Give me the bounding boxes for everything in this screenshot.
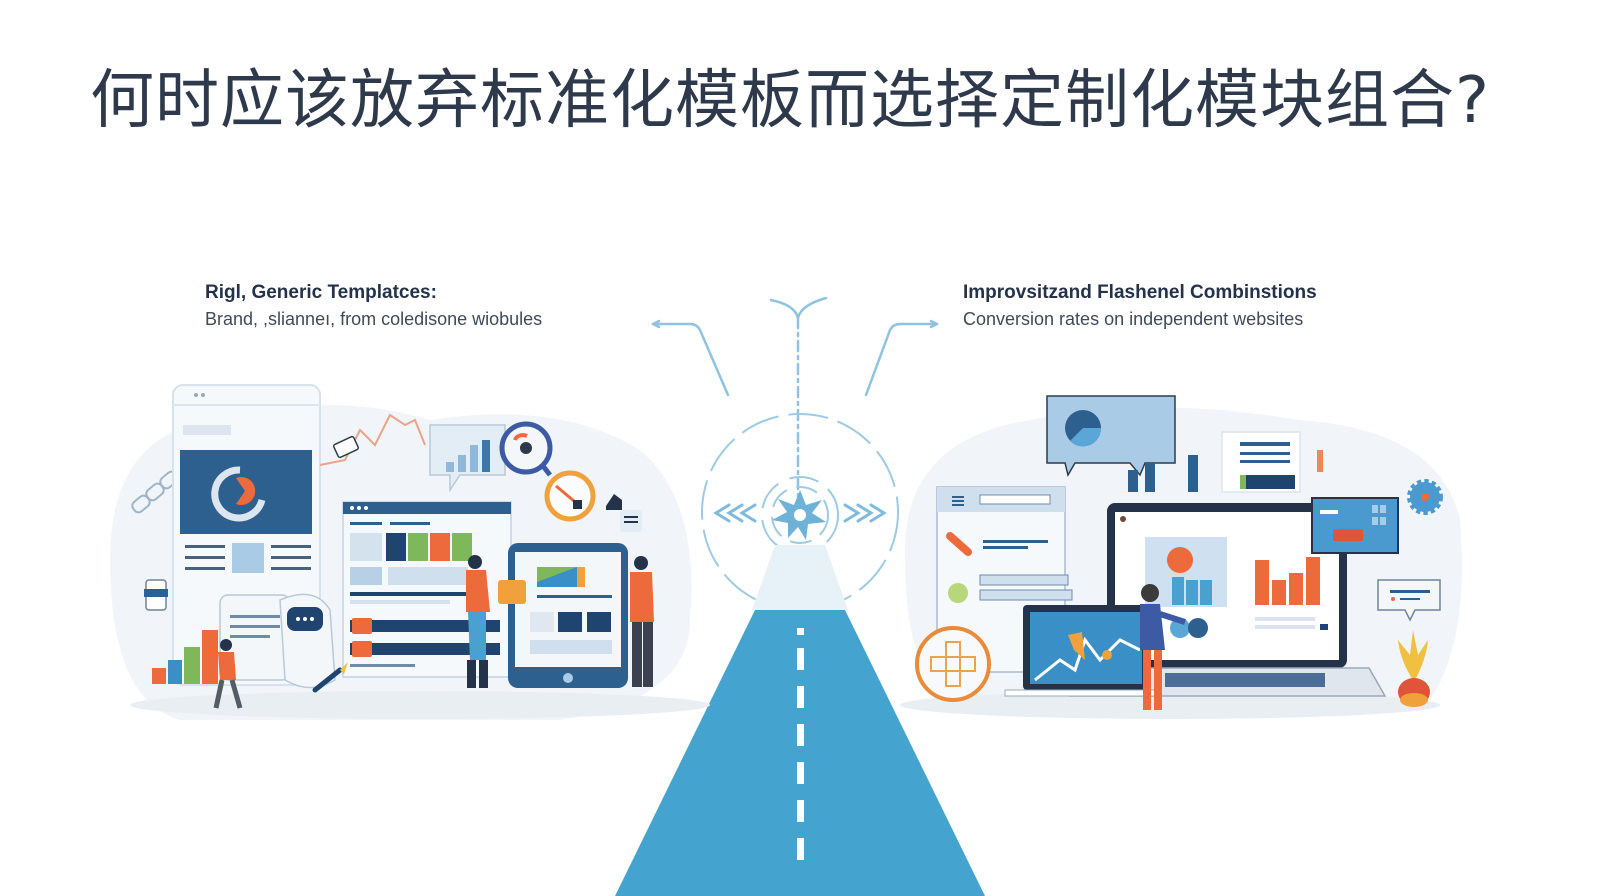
magnifier-icon — [499, 421, 553, 477]
pie-chart-bubble-icon — [1046, 395, 1176, 477]
document-card-icon — [1221, 431, 1323, 493]
left-caption-subheading: Brand, ,slianneı, from coledisone wiobul… — [205, 309, 543, 329]
growth-bar-chart-icon — [152, 630, 218, 684]
chip-icon — [332, 435, 360, 459]
left-caption-heading: Rigl, Generic Templatces: — [205, 282, 437, 303]
slide-title: 何时应该放弃标准化模板而选择定制化模块组合? — [90, 64, 1490, 138]
right-caption: Improvsitzand Flashenel Combinstions Con… — [963, 280, 1317, 332]
message-icon — [498, 580, 526, 604]
bar-chart-icon — [1128, 455, 1198, 492]
card-icon — [144, 579, 168, 611]
line-chart-laptop-icon — [1004, 605, 1161, 697]
custom-modules-illustration — [900, 395, 1462, 719]
man-figure-icon — [630, 556, 654, 687]
right-caption-heading: Improvsitzand Flashenel Combinstions — [963, 282, 1317, 303]
bar-chart-bubble-icon — [429, 424, 506, 493]
robot-icon — [279, 593, 336, 689]
plant-pot-icon — [1398, 630, 1430, 707]
tablet-mockup — [508, 543, 628, 688]
gear-circle-icon — [915, 626, 991, 702]
right-caption-subheading: Conversion rates on independent websites — [963, 309, 1304, 329]
person-icon — [213, 639, 243, 709]
crossroad-road-illustration — [615, 296, 985, 896]
road-center-line — [797, 628, 804, 860]
presenter-figure-icon — [1140, 584, 1186, 710]
branch-arrows-icon — [651, 296, 939, 502]
woman-figure-icon — [466, 555, 490, 688]
pencil-icon — [312, 667, 343, 693]
generic-templates-illustration — [110, 384, 710, 720]
left-caption: Rigl, Generic Templatces: Brand, ,sliann… — [205, 280, 542, 332]
road-icon — [615, 610, 985, 896]
analytics-panel-icon — [1311, 497, 1399, 554]
starburst-icon — [772, 490, 826, 540]
chat-bubble-icon — [1377, 579, 1441, 622]
house-icon — [606, 494, 622, 510]
